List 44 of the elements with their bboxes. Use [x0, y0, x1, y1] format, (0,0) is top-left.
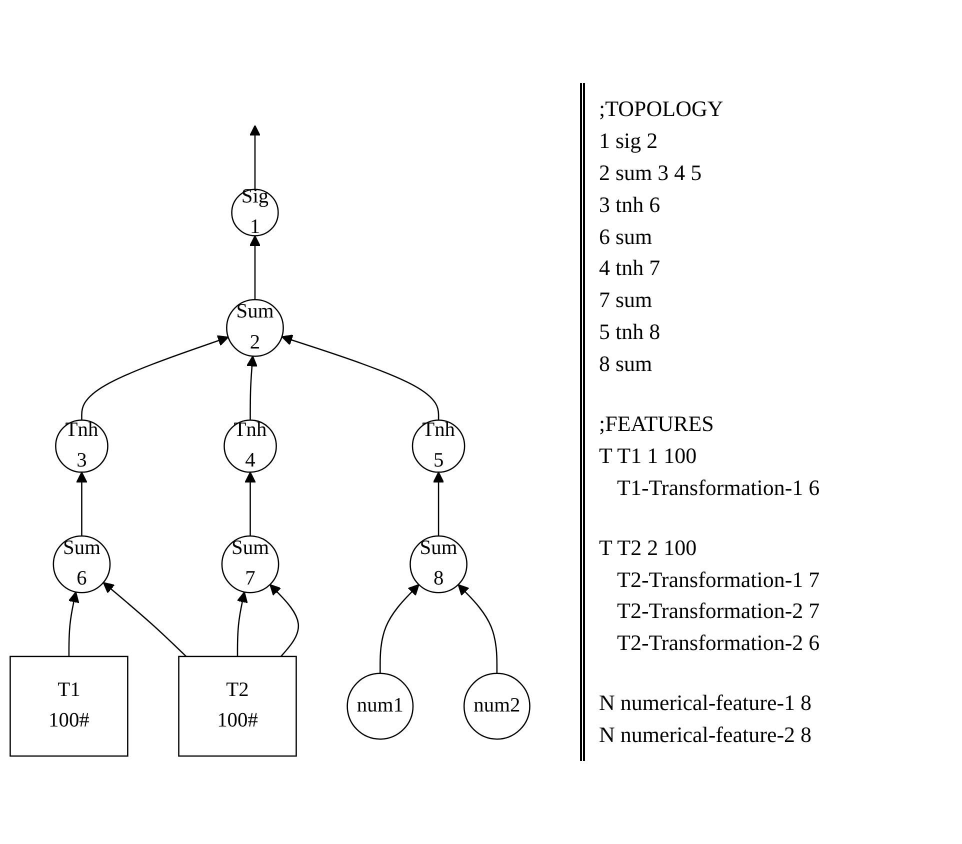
arrow: [236, 592, 248, 657]
code-line: 3 tnh 6: [599, 190, 662, 219]
code-line: T1-Transformation-1 6: [616, 474, 820, 502]
code-line: 4 tnh 7: [599, 254, 662, 282]
code-line: T T1 1 100: [599, 442, 698, 470]
arrow: [244, 472, 256, 536]
node-circle: Tnh 5: [412, 420, 466, 474]
arrow: [68, 592, 80, 657]
arrow: [81, 336, 229, 420]
code-line: T2-Transformation-1 7: [616, 566, 820, 594]
node-box: T2 100#: [178, 656, 297, 758]
node-circle: Sum 7: [221, 536, 280, 594]
code-line: 7 sum: [599, 286, 654, 314]
code-line: 5 tnh 8: [599, 318, 662, 346]
code-line: 1 sig 2: [599, 126, 659, 155]
code-line: T2-Transformation-2 6: [616, 629, 820, 658]
arrow: [281, 334, 440, 420]
code-line: ;TOPOLOGY: [599, 94, 724, 123]
code-line: N numerical-feature-1 8: [599, 689, 813, 718]
code-line: T T2 2 100: [599, 534, 698, 562]
code-line: 6 sum: [599, 222, 654, 251]
node-circle: Tnh 3: [55, 420, 108, 474]
node-box: T1 100#: [10, 656, 128, 758]
node-circle: Sum 2: [226, 299, 284, 358]
code-line: N numerical-feature-2 8: [599, 721, 813, 750]
arrow: [102, 582, 187, 658]
node-circle: Tnh 4: [224, 420, 277, 474]
arrow: [458, 584, 498, 674]
arrow: [76, 472, 88, 536]
code-line: ;FEATURES: [599, 410, 715, 438]
node-circle: num2: [463, 673, 530, 740]
arrow: [249, 125, 261, 190]
node-circle: num1: [346, 673, 414, 740]
arrow: [270, 584, 300, 658]
code-line: 2 sum 3 4 5: [599, 158, 703, 187]
code-line: T2-Transformation-2 7: [616, 597, 820, 626]
node-circle: Sum 8: [410, 536, 468, 594]
arrow: [432, 472, 444, 536]
arrow: [249, 236, 261, 300]
code-line: 8 sum: [599, 350, 654, 378]
arrow: [380, 584, 420, 674]
node-circle: Sum 6: [52, 536, 111, 594]
node-circle: Sig 1: [231, 189, 279, 237]
arrow: [246, 356, 258, 420]
